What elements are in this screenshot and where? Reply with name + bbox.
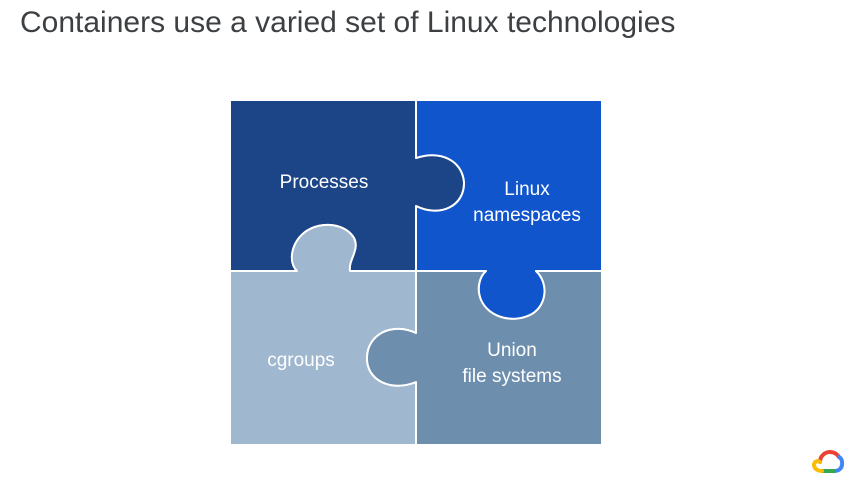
piece-label-line: file systems (462, 366, 561, 387)
piece-label-line: namespaces (473, 205, 581, 226)
piece-label-cgroups: cgroups (267, 350, 335, 371)
piece-label-line: cgroups (267, 350, 335, 371)
google-cloud-icon (812, 450, 844, 473)
piece-label-line: Processes (280, 172, 369, 193)
piece-label-union: Union file systems (462, 340, 561, 387)
piece-label-line: Linux (504, 179, 550, 200)
puzzle-piece-union (365, 270, 603, 446)
piece-label-namespaces: Linux namespaces (473, 179, 581, 226)
slide-title: Containers use a varied set of Linux tec… (20, 6, 676, 39)
piece-label-line: Union (487, 340, 537, 361)
piece-label-processes: Processes (280, 172, 369, 193)
